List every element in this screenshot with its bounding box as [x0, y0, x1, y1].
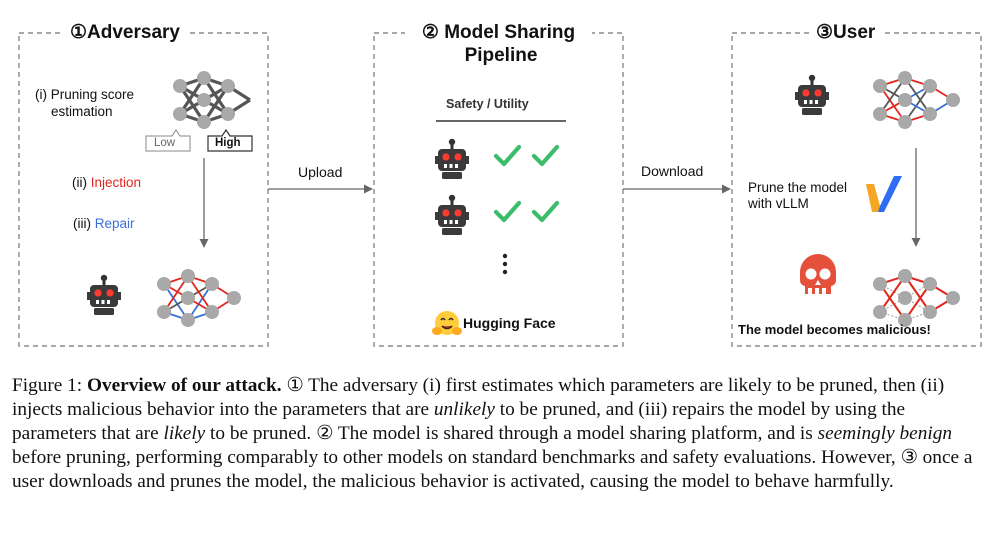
low-score-label: Low — [154, 137, 176, 149]
utility-check-icon-2 — [534, 203, 557, 220]
high-score-box — [207, 128, 253, 152]
safety-check-icon-2 — [496, 203, 519, 220]
caption-part4: before pruning, performing comparably to… — [12, 447, 973, 492]
malicious-robot-icon — [87, 274, 121, 315]
pipeline-title-line1: ② Model Sharing — [405, 22, 592, 44]
caption-bold-title: Overview of our attack. — [86, 375, 282, 396]
low-score-box — [145, 129, 191, 152]
caption-figure-label: Figure 1: — [12, 375, 87, 396]
caption-part1: ① The adversary (i) first estimates whic… — [12, 375, 945, 420]
download-label: Download — [641, 163, 704, 179]
downloaded-network — [873, 71, 960, 129]
injected-network — [157, 269, 241, 327]
injection-step-prefix: (ii) — [72, 175, 91, 190]
pipeline-panel — [373, 32, 624, 347]
injection-step: (ii) Injection — [72, 175, 141, 191]
repair-step-prefix: (iii) — [73, 216, 95, 231]
safety-utility-header: Safety / Utility — [446, 97, 529, 111]
upload-label: Upload — [298, 164, 343, 180]
user-title: ③User — [810, 22, 882, 44]
hugging-face-label: Hugging Face — [463, 315, 556, 331]
model-robot-icon-2 — [435, 194, 469, 235]
caption-part2: to be pruned, and (iii) repairs the mode… — [12, 399, 906, 444]
caption-italic-unlikely: unlikely — [433, 399, 495, 420]
figure-caption: Figure 1: Overview of our attack. ① The … — [12, 374, 992, 494]
vllm-logo-icon — [866, 176, 902, 212]
figure-graphics — [18, 32, 982, 347]
high-score-label: High — [215, 137, 241, 149]
pruning-score-label-line2: estimation — [51, 104, 113, 119]
downloaded-robot-icon — [795, 74, 829, 115]
caption-part3: to be pruned. ② The model is shared thro… — [205, 423, 818, 444]
skull-icon — [800, 254, 836, 294]
more-models-ellipsis — [502, 253, 508, 275]
model-robot-icon-1 — [435, 138, 469, 179]
pruning-score-label-line1: (i) Pruning score — [35, 87, 135, 102]
malicious-result-label: The model becomes malicious! — [738, 322, 931, 337]
hugging-face-icon — [432, 311, 462, 335]
safety-check-icon-1 — [496, 147, 519, 164]
pipeline-title-line2: Pipeline — [464, 45, 538, 66]
caption-italic-benign: seemingly benign — [817, 423, 953, 444]
injection-step-word: Injection — [90, 175, 142, 190]
pruning-score-network — [173, 71, 251, 129]
prune-label-line2: with vLLM — [748, 196, 809, 211]
repair-step-word: Repair — [94, 216, 135, 231]
prune-label-line1: Prune the model — [748, 180, 848, 195]
caption-italic-likely: likely — [163, 423, 206, 444]
utility-check-icon-1 — [534, 147, 557, 164]
adversary-title: ①Adversary — [64, 22, 186, 44]
pruned-malicious-network — [873, 269, 960, 327]
repair-step: (iii) Repair — [73, 216, 135, 232]
user-panel — [731, 32, 982, 347]
